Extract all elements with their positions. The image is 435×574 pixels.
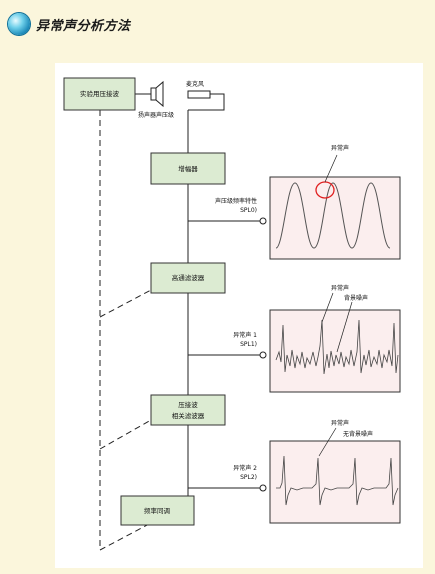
amplifier-box-label: 增幅器 — [178, 164, 198, 173]
scope-2-noisy-wave — [275, 319, 399, 375]
speaker-label: 扬声器声压级 — [138, 111, 174, 119]
scope-1-title: 异常声 — [331, 144, 349, 152]
spl1-label-2: SPL1) — [240, 341, 257, 348]
dashed-connectors — [99, 110, 152, 551]
highpass-box-label: 高通滤波器 — [172, 273, 205, 282]
source-box — [63, 77, 136, 111]
bandpass-box-label-1: 压接波 — [178, 400, 198, 409]
terminal-spl0 — [259, 217, 267, 225]
spl1-label-1: 异常声 1 — [233, 331, 257, 339]
bandpass-box-label-2: 相关滤波器 — [172, 411, 205, 420]
freq-sync-box — [120, 495, 195, 526]
terminal-spl1 — [259, 351, 267, 359]
scope-3-title: 异常声 — [331, 419, 349, 427]
spl0-label-2: SPL0) — [240, 207, 257, 214]
spl2-label-2: SPL2) — [240, 474, 257, 481]
freq-box-label: 频率同调 — [144, 506, 170, 515]
tap-terminals — [259, 217, 267, 492]
scope-1-sine-wave — [275, 182, 391, 249]
section-title: 异常声分析方法 — [36, 18, 131, 34]
spl2-label-1: 异常声 2 — [233, 464, 257, 472]
spl0-label-1: 声压级频率特性 — [215, 197, 257, 205]
mic-label: 麦克风 — [186, 80, 204, 88]
amplifier-box — [150, 152, 226, 185]
source-box-label: 实验用压接波 — [80, 89, 120, 98]
scope-2-title: 异常声 — [331, 284, 349, 292]
speaker-icon — [150, 80, 164, 108]
scope-3-clean-wave — [276, 455, 399, 506]
terminal-spl2 — [259, 484, 267, 492]
section-header: 异常声分析方法 — [8, 10, 131, 38]
scope-2-callout-2 — [336, 301, 353, 353]
bandpass-filter-box — [150, 394, 226, 426]
scope-3-callout — [318, 427, 337, 457]
scope-1-callout — [324, 154, 338, 183]
scope-3-subtitle: 无背景噪声 — [343, 430, 373, 438]
scope-1-frame — [269, 176, 401, 260]
scope-2-callout-1 — [321, 292, 334, 323]
blue-orb-icon — [8, 13, 30, 35]
scope-2-frame — [269, 309, 401, 393]
highpass-filter-box — [150, 262, 226, 294]
microphone-icon — [187, 90, 211, 99]
scope-2-subtitle: 背景噪声 — [344, 294, 368, 302]
scope-3-frame — [269, 440, 401, 524]
